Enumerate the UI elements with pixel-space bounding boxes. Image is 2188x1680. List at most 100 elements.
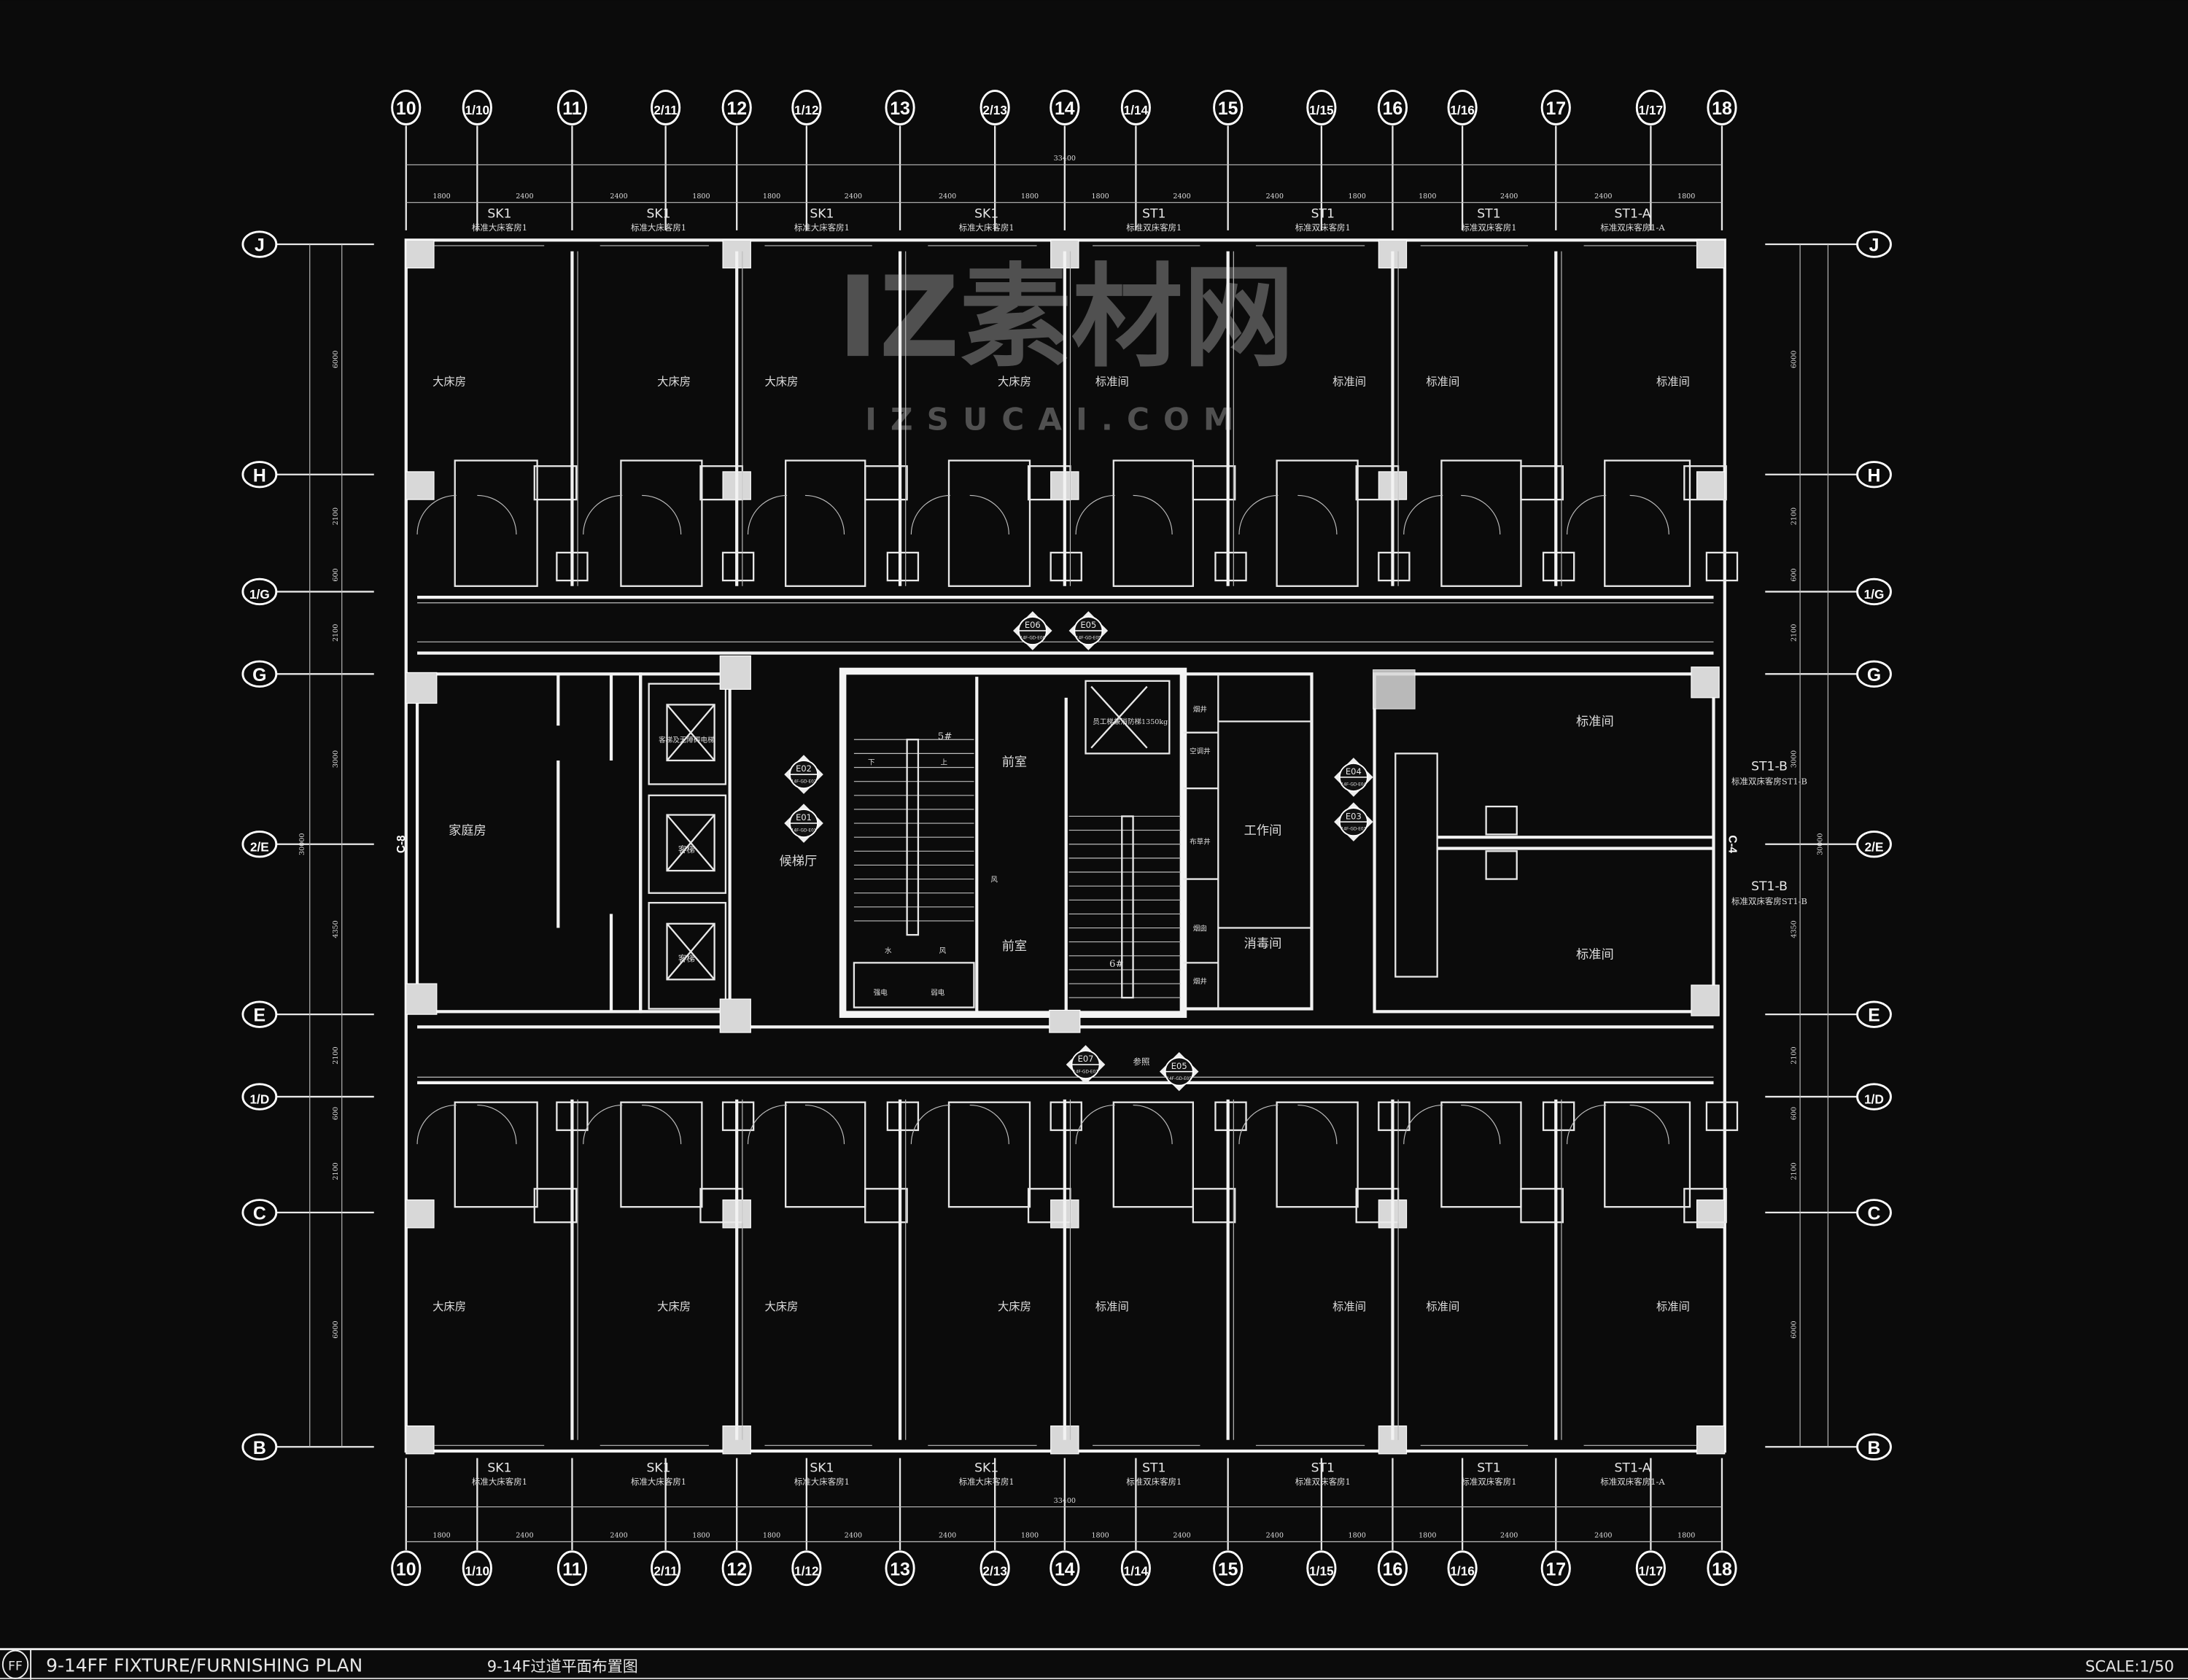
unit-name: 标准大床客房1: [472, 222, 527, 233]
axis-bubble: [1377, 1550, 1408, 1587]
room-label: 标准间: [1426, 1300, 1459, 1313]
room-label: 大床房: [657, 375, 691, 388]
axis-label-bottom: 15: [1218, 1559, 1238, 1579]
axis-bubble: [1050, 90, 1080, 125]
section-mark-left: C-8: [395, 835, 408, 853]
callout-ref: 14F-GD-E01: [791, 829, 817, 833]
axis-label-top: 11: [562, 98, 581, 119]
dimension-text: 1800: [692, 192, 710, 201]
callout-id: E06: [1025, 620, 1041, 630]
axis-bubble: [1306, 1550, 1337, 1587]
bathroom: [785, 459, 866, 587]
dimension-text: 2100: [1790, 1162, 1798, 1180]
axis-label-top: 15: [1218, 98, 1238, 119]
room-label: 标准间: [1332, 1300, 1366, 1313]
unit-name: 标准双床客房1: [1295, 222, 1351, 233]
axis-bubble: [1120, 1550, 1151, 1587]
stair-handrail: [1121, 815, 1134, 999]
callout-ref: 14F-GD-E06: [1020, 636, 1045, 640]
strong-power-label: 强电: [874, 988, 888, 997]
row-label-left: 1/D: [249, 1092, 269, 1107]
room-label: 标准间: [1656, 1300, 1690, 1313]
dimension-text: 2400: [845, 1532, 862, 1540]
drawing-scale: SCALE:1/50: [2085, 1657, 2174, 1675]
right-rooms: [1373, 672, 1715, 1014]
unit-name: 标准双床客房1: [1295, 1477, 1351, 1487]
st1b-code-1: ST1-B: [1751, 759, 1788, 774]
room-label: 大床房: [657, 1300, 691, 1313]
door-swing-icon: [1461, 1104, 1501, 1145]
bathroom: [1604, 1101, 1691, 1208]
door-swing-icon: [1461, 494, 1501, 534]
water-shaft-label: 水: [885, 946, 892, 955]
callout-ref: 14F-GD-E07: [1073, 1070, 1098, 1075]
axis-label-top: 1/14: [1124, 103, 1149, 117]
st1b-code-2: ST1-B: [1751, 879, 1788, 894]
axis-bubble: [979, 1550, 1010, 1587]
axis-bubble: [241, 1199, 278, 1226]
row-label-right: B: [1868, 1438, 1881, 1458]
axis-bubble: [462, 90, 492, 125]
dimension-text: 2400: [1173, 192, 1190, 201]
axis-label-bottom: 12: [726, 1559, 747, 1579]
axis-bubble: [885, 90, 915, 125]
row-label-left: G: [252, 665, 266, 685]
dimension-text: 2100: [332, 624, 340, 642]
staff-elevator: [1085, 680, 1171, 755]
dimension-text: 1800: [763, 192, 780, 201]
axis-bubble: [1213, 90, 1244, 125]
room-label: 标准间: [1332, 375, 1366, 388]
door-swing-icon: [642, 1104, 682, 1145]
bathroom: [620, 459, 703, 587]
grid-axes: 10101/101/1011112/112/1112121/121/121313…: [241, 90, 1892, 1587]
door-swing-icon: [477, 1104, 517, 1145]
dimension-text: 2400: [1173, 1532, 1190, 1540]
axis-bubble: [241, 578, 278, 606]
axis-label-top: 14: [1055, 98, 1075, 119]
row-label-right: C: [1868, 1203, 1881, 1224]
elevation-callouts: E0614F-GD-E06E0514F-GD-E05E0214F-GD-E02E…: [784, 611, 1373, 1092]
vanity: [864, 465, 908, 501]
dimension-text: 2100: [1790, 624, 1798, 642]
overall-dimension: 30000: [1817, 833, 1825, 855]
vanity: [533, 465, 578, 501]
dimension-text: 2100: [1790, 508, 1798, 525]
axis-bubble: [391, 1550, 422, 1587]
door-swing-icon: [477, 494, 517, 534]
axis-bubble: [1120, 90, 1151, 125]
axis-bubble: [791, 1550, 822, 1587]
unit-code: SK1: [487, 1461, 511, 1476]
axis-label-bottom: 2/11: [653, 1563, 678, 1578]
unit-code: ST1-A: [1615, 1461, 1651, 1476]
door-swing-icon: [1133, 494, 1173, 534]
dimension-text: 2400: [845, 192, 862, 201]
axis-bubble: [1856, 578, 1892, 606]
callout-ref: 14F-GD-E05: [1166, 1077, 1192, 1081]
unit-name: 标准双床客房1: [1461, 1477, 1516, 1487]
axis-label-bottom: 16: [1383, 1559, 1403, 1579]
section-mark-right: C-4: [1726, 835, 1739, 853]
bathroom: [785, 1101, 866, 1208]
structural-column: [406, 1425, 435, 1455]
structural-column: [1696, 239, 1726, 269]
axis-label-top: 13: [890, 98, 910, 119]
axis-label-top: 1/17: [1639, 103, 1663, 117]
unit-name: 标准大床客房1: [631, 222, 686, 233]
axis-bubble: [651, 1550, 681, 1587]
row-label-right: G: [1867, 665, 1881, 685]
staff-elevator-label: 员工梯兼消防梯1350kg: [1093, 718, 1168, 726]
callout-id: E04: [1346, 766, 1362, 777]
toilet: [1214, 551, 1247, 582]
row-label-left: H: [253, 465, 266, 486]
bathroom: [1112, 1101, 1194, 1208]
axis-bubble: [1213, 1550, 1244, 1587]
door-swing-icon: [642, 494, 682, 534]
axis-label-top: 1/10: [465, 103, 489, 117]
